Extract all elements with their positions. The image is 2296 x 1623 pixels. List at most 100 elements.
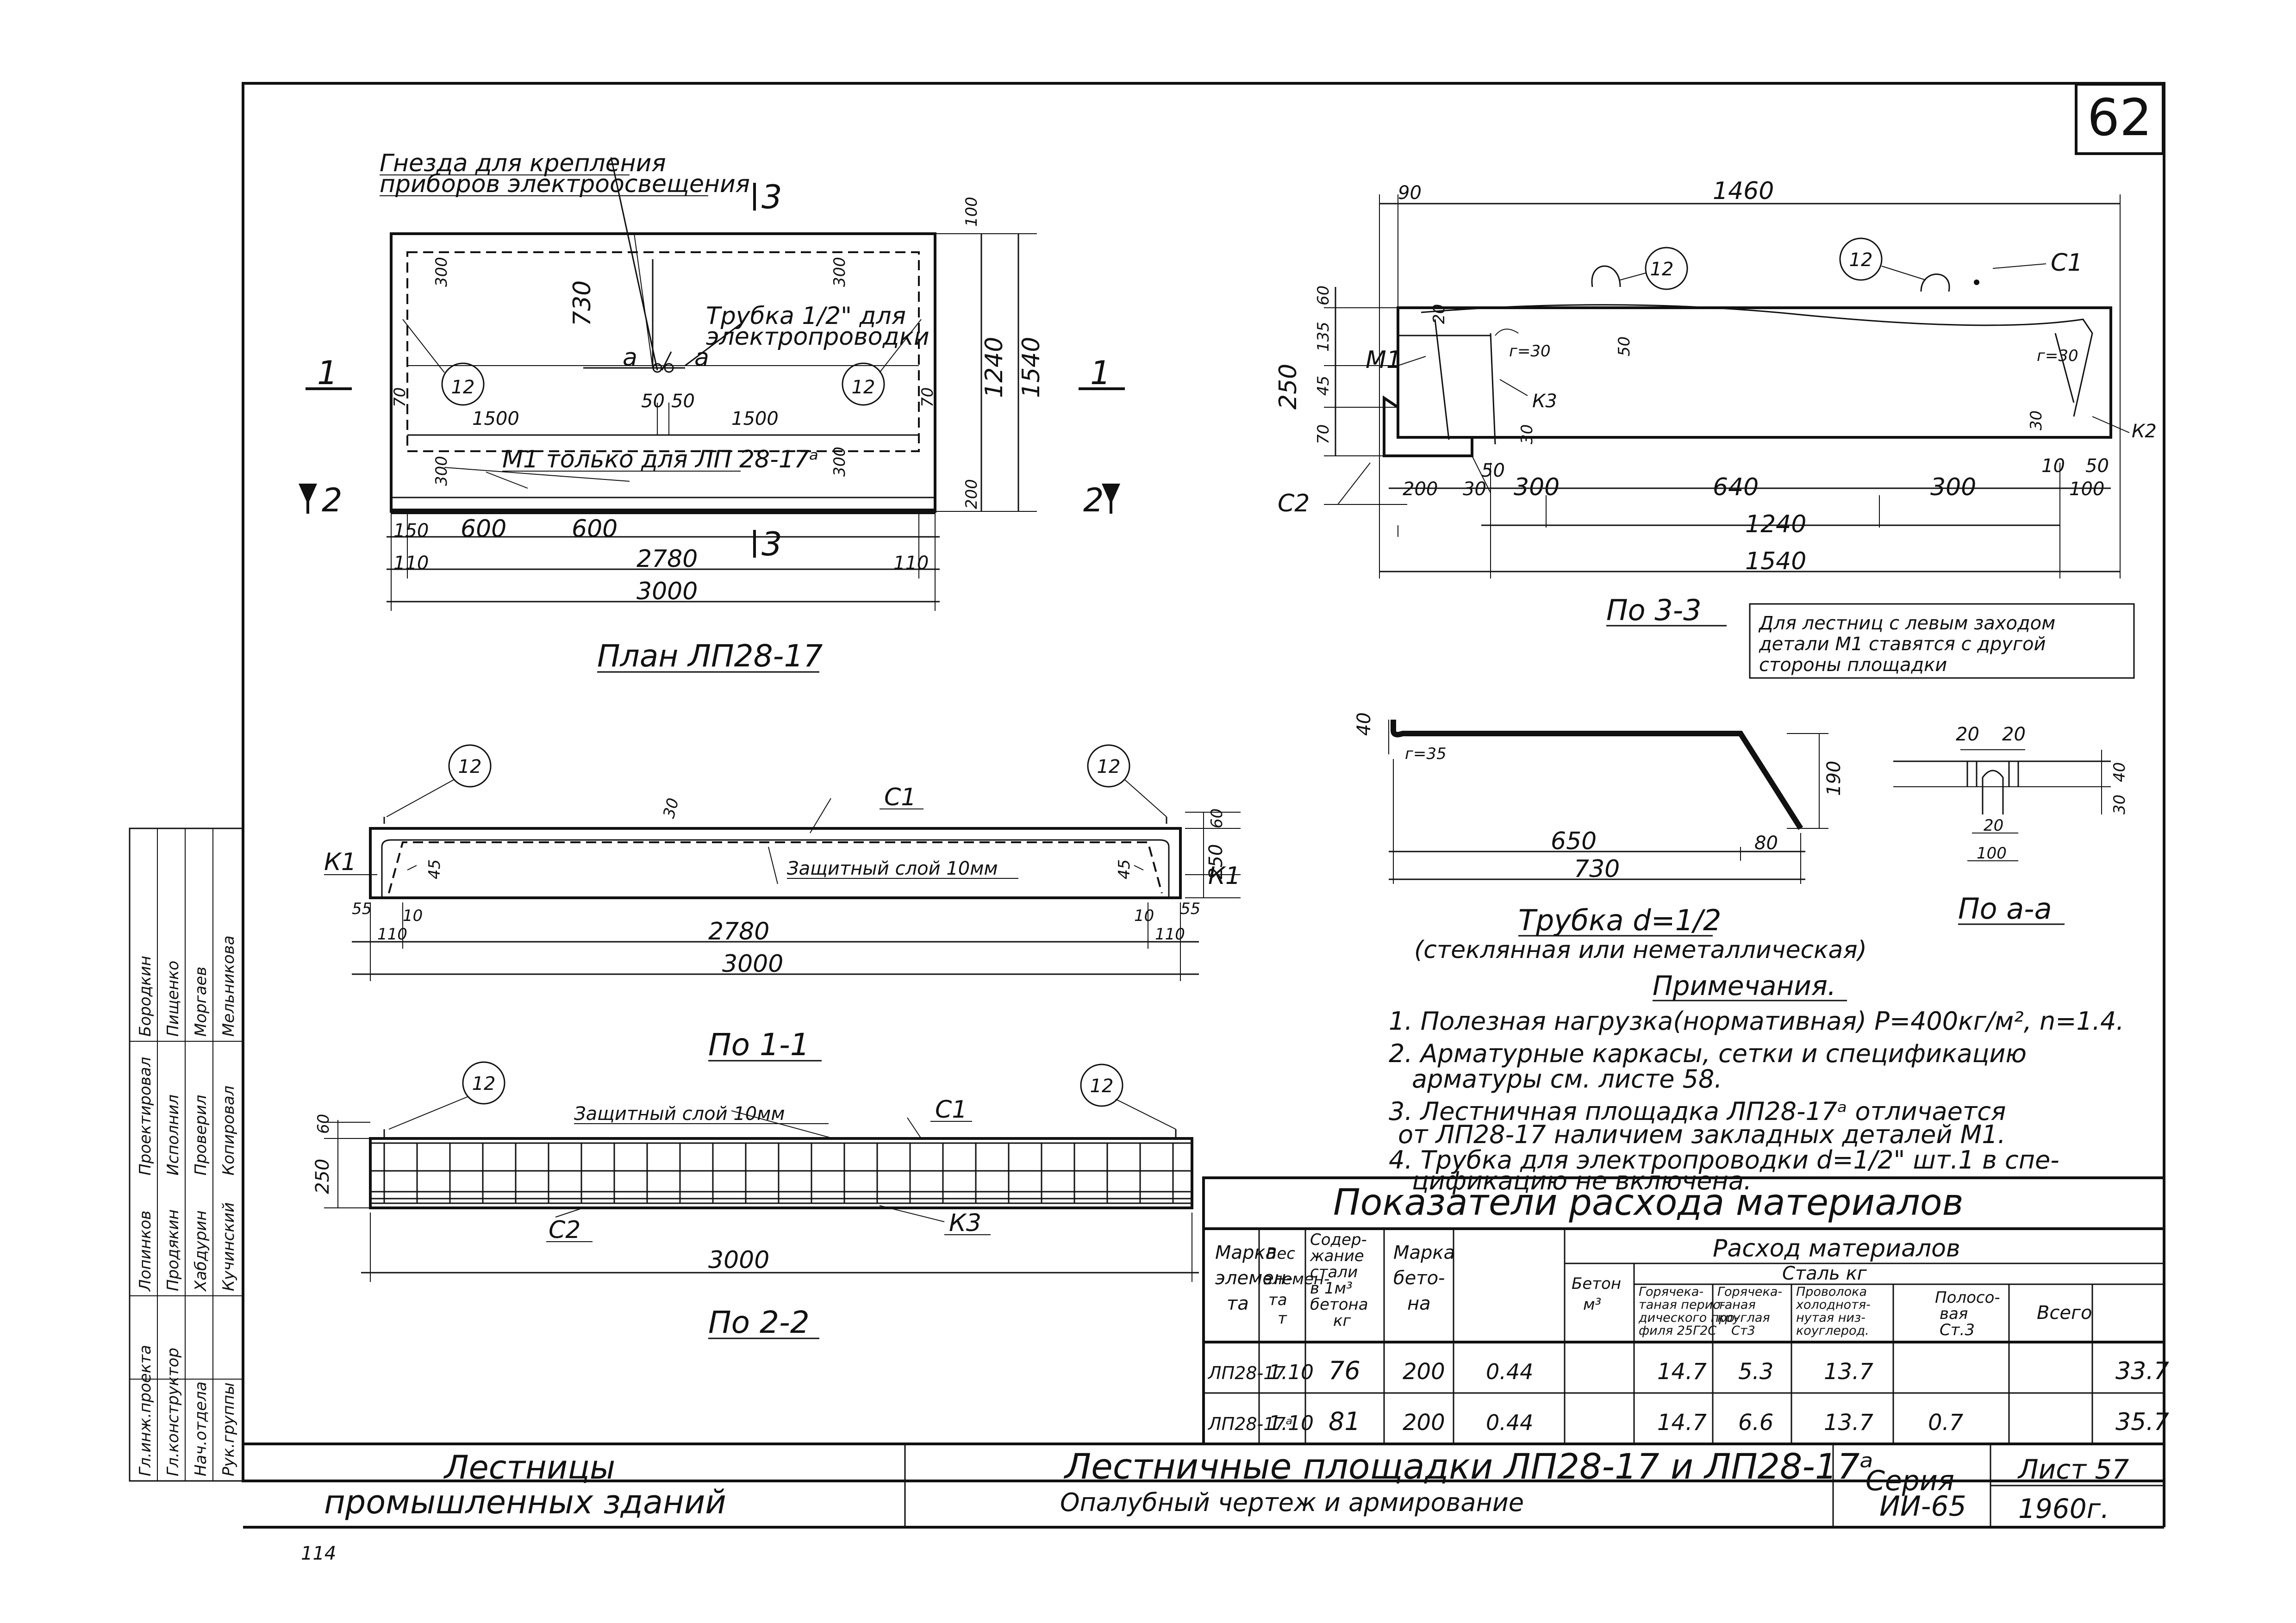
svg-text:30: 30 [1463, 479, 1486, 500]
svg-text:1540: 1540 [1745, 547, 1806, 575]
svg-text:нутая низ-: нутая низ- [1796, 1311, 1866, 1325]
svg-text:детали М1 ставятся с другой: детали М1 ставятся с другой [1759, 634, 2046, 655]
svg-text:К2: К2 [2132, 421, 2157, 442]
svg-text:12: 12 [458, 756, 482, 777]
svg-text:Проволока: Проволока [1796, 1285, 1867, 1299]
svg-text:г=35: г=35 [1405, 745, 1447, 763]
svg-text:кг: кг [1333, 1312, 1352, 1330]
svg-text:К1: К1 [1208, 862, 1241, 890]
svg-text:135: 135 [1314, 322, 1333, 352]
title-block [243, 1443, 2165, 1529]
sheet-frame [242, 82, 2165, 1482]
svg-text:45: 45 [1115, 859, 1134, 879]
svg-text:10: 10 [2041, 455, 2065, 477]
svg-text:30: 30 [660, 796, 683, 820]
svg-text:таная: таная [1717, 1298, 1756, 1312]
stamp-name: Кучинский [219, 1202, 238, 1291]
svg-text:40: 40 [2110, 762, 2129, 782]
svg-text:таная перио-: таная перио- [1639, 1298, 1725, 1312]
svg-text:650: 650 [1551, 827, 1597, 855]
svg-text:Марка: Марка [1215, 1242, 1277, 1263]
stamp-role: Рук.группы [219, 1382, 238, 1476]
svg-text:г=30: г=30 [2037, 347, 2078, 365]
plan-note-m1: М1 только для ЛП 28-17ᵃ [502, 446, 818, 473]
svg-text:110: 110 [893, 553, 929, 574]
tb-left-1: Лестницы [443, 1449, 615, 1486]
svg-text:50: 50 [1481, 460, 1505, 481]
svg-text:та: та [1268, 1291, 1287, 1309]
svg-text:Ст3: Ст3 [1731, 1324, 1755, 1338]
svg-text:Сталь кг: Сталь кг [1782, 1263, 1867, 1284]
svg-text:г=30: г=30 [1509, 342, 1551, 361]
materials-cell-concrete: 0.44 [1486, 1410, 1533, 1435]
svg-text:бето-: бето- [1393, 1268, 1445, 1289]
svg-text:Марка: Марка [1393, 1242, 1455, 1263]
svg-text:50: 50 [2085, 455, 2109, 477]
side-stamp [129, 827, 244, 1482]
svg-text:С1: С1 [2051, 249, 2083, 277]
svg-text:С2: С2 [549, 1216, 580, 1244]
materials-cell-c1: 14.7 [1657, 1410, 1707, 1436]
materials-cell-concrete: 0.44 [1486, 1359, 1533, 1384]
materials-cell-c1: 14.7 [1657, 1359, 1707, 1385]
svg-text:300: 300 [432, 456, 451, 486]
leader-sockets [610, 157, 658, 371]
svg-text:30: 30 [2110, 795, 2129, 815]
sheet-number-box [2075, 83, 2165, 155]
materials-cell-c2: 6.6 [1738, 1410, 1773, 1436]
stamp-name: Лопинков [136, 1211, 155, 1292]
stamp-role: Гл.инж.проекта [136, 1345, 155, 1476]
svg-text:55: 55 [352, 900, 372, 918]
svg-text:1540: 1540 [1017, 337, 1045, 398]
svg-text:730: 730 [568, 280, 596, 326]
tb-series-2: ИИ-65 [1879, 1490, 1966, 1523]
svg-text:на: на [1407, 1293, 1431, 1314]
materials-cell-total: 35.7 [2115, 1408, 2169, 1436]
svg-text:С1: С1 [935, 1096, 967, 1124]
plan-title: План ЛП28-17 [597, 638, 823, 674]
svg-text:Полосо-: Полосо- [1935, 1288, 2000, 1307]
materials-cell-total: 33.7 [2115, 1357, 2169, 1385]
svg-text:70: 70 [918, 387, 937, 407]
svg-text:20: 20 [2002, 724, 2026, 745]
svg-text:50: 50 [671, 391, 695, 412]
materials-title: Показатели расхода материалов [1333, 1182, 1964, 1224]
svg-text:1240: 1240 [980, 337, 1008, 398]
svg-text:дического про-: дического про- [1638, 1311, 1739, 1325]
svg-text:300: 300 [432, 257, 451, 287]
svg-text:Вес: Вес [1266, 1244, 1295, 1263]
sheet-number: 62 [2087, 88, 2152, 147]
svg-text:250: 250 [1274, 364, 1302, 410]
svg-text:50: 50 [1615, 336, 1634, 356]
svg-text:Всего: Всего [2037, 1302, 2092, 1324]
materials-cell-c4: 0.7 [1928, 1410, 1964, 1436]
svg-text:а: а [623, 344, 637, 372]
svg-text:12: 12 [1849, 249, 1873, 271]
materials-cell-c2: 5.3 [1738, 1359, 1773, 1385]
svg-text:60: 60 [1208, 808, 1226, 828]
materials-cell-mark: ЛП28-17 [1207, 1363, 1286, 1383]
svg-text:Горячека-: Горячека- [1639, 1285, 1703, 1299]
svg-text:2780: 2780 [636, 545, 698, 573]
svg-text:600: 600 [461, 515, 506, 543]
marker-12-plan-right [842, 362, 885, 406]
s11-protect: Защитный слой 10мм [787, 858, 998, 879]
svg-text:30: 30 [1518, 424, 1536, 444]
svg-text:1460: 1460 [1713, 177, 1774, 205]
svg-text:190: 190 [1823, 761, 1845, 796]
svg-text:в 1м³: в 1м³ [1310, 1279, 1353, 1298]
svg-text:12: 12 [1650, 259, 1674, 280]
svg-text:60: 60 [314, 1114, 333, 1134]
svg-text:3000: 3000 [636, 578, 698, 605]
section-a-a-title: По а-а [1958, 892, 2052, 926]
materials-table [1202, 1176, 2165, 1445]
stamp-action: Копировал [219, 1086, 238, 1175]
tube-title: Трубка d=1/2 [1518, 903, 1721, 937]
svg-text:1240: 1240 [1745, 510, 1806, 538]
materials-cell-steel: 81 [1329, 1407, 1360, 1436]
marker-12-s22-right [1080, 1063, 1123, 1107]
plan-cut-1-left: 1 [317, 354, 338, 392]
svg-text:600: 600 [572, 515, 618, 543]
note-4: 4. Трубка для электропроводки d=1/2" шт.… [1389, 1145, 2059, 1175]
svg-text:45: 45 [425, 859, 444, 879]
